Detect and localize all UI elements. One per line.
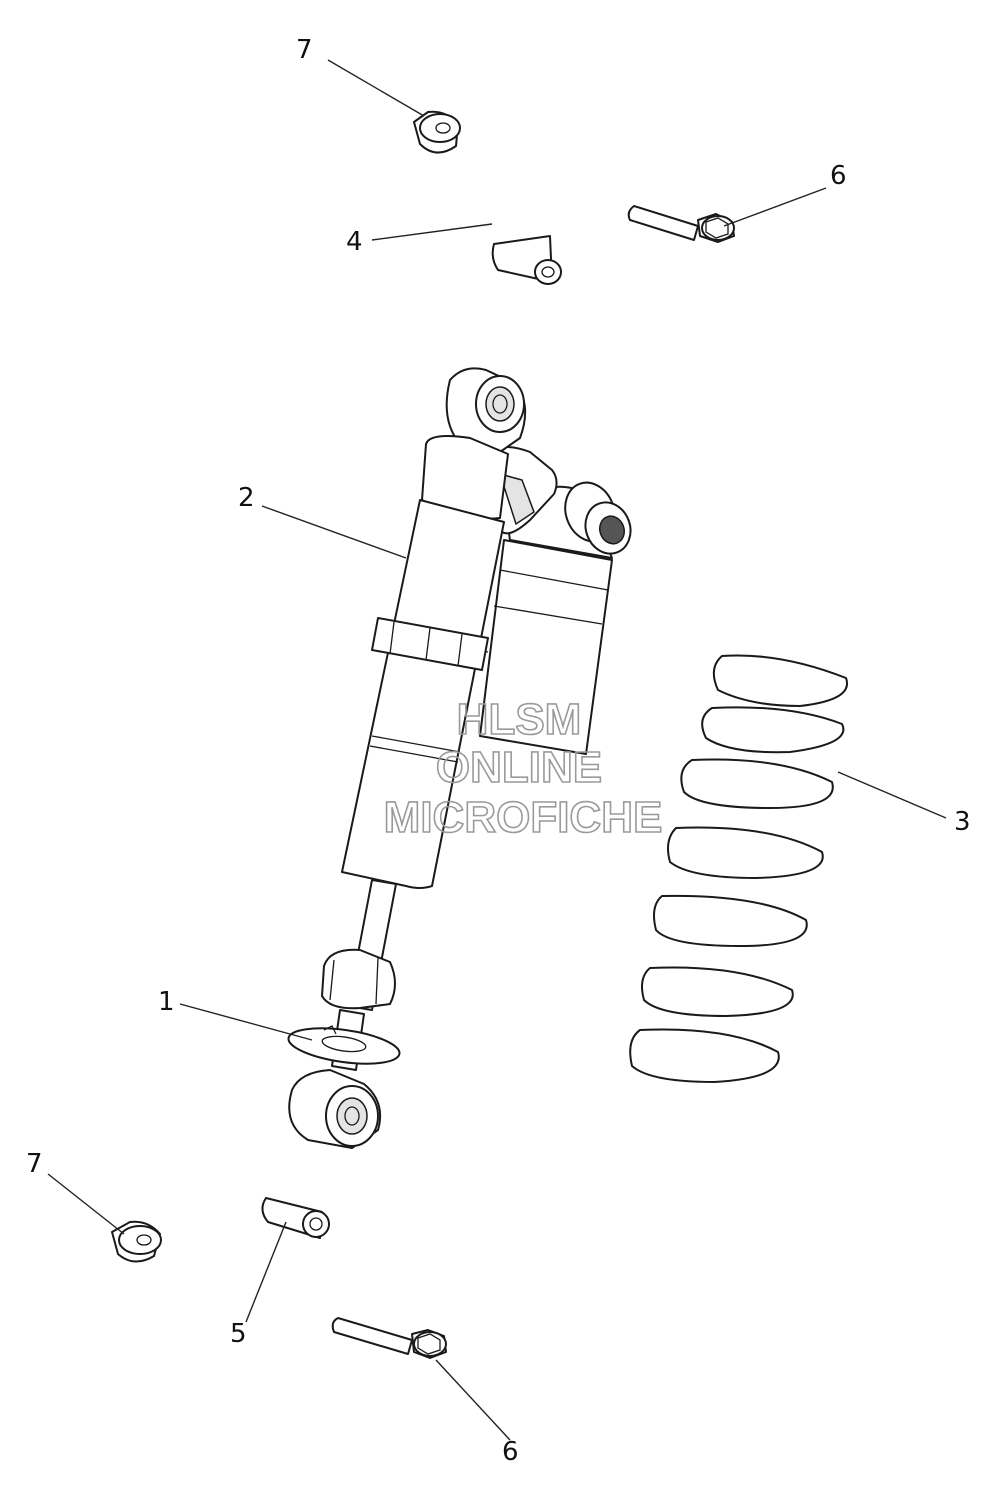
spring-retainer	[287, 1025, 401, 1065]
bottom-flange-bolt	[331, 1317, 447, 1359]
callout-top-bushing: 4	[346, 227, 363, 257]
top-flange-nut	[413, 110, 461, 154]
callout-spring: 3	[954, 807, 971, 837]
coil-spring	[629, 654, 849, 1083]
watermark-line-2: ONLINE	[436, 743, 602, 792]
callout-shock-body: 2	[238, 483, 255, 513]
callout-bottom-bushing: 5	[230, 1319, 247, 1349]
callout-spring-retainer: 1	[158, 987, 175, 1017]
watermark-line-3: MICROFICHE	[384, 793, 663, 842]
callout-labels: 7 6 4 2 3 1 7 5 6	[26, 35, 971, 1467]
callout-top-nut: 7	[296, 35, 313, 65]
callout-bottom-nut: 7	[26, 1149, 43, 1179]
shock-absorber	[288, 367, 632, 1149]
watermark: HLSM ONLINE MICROFICHE	[383, 694, 663, 843]
bottom-flange-nut	[111, 1220, 162, 1263]
bottom-bushing	[261, 1197, 330, 1239]
leader-lines	[47, 59, 947, 1441]
callout-bottom-bolt: 6	[502, 1437, 519, 1467]
callout-top-bolt: 6	[830, 161, 847, 191]
top-flange-bolt	[627, 205, 735, 243]
watermark-line-1: HLSM	[457, 695, 582, 744]
top-bushing	[491, 235, 562, 285]
